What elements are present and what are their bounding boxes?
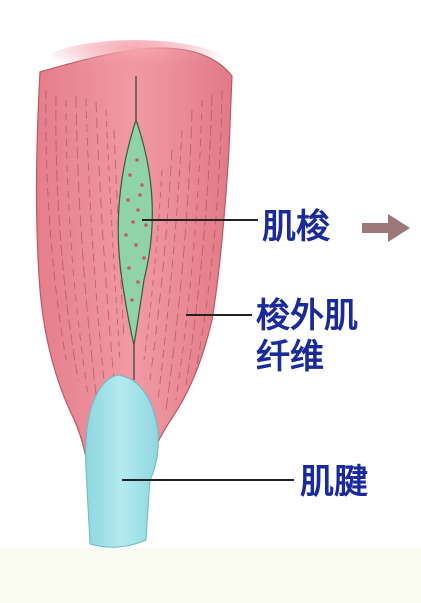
label-muscle-spindle: 肌梭 — [262, 207, 330, 247]
tendon — [86, 375, 159, 547]
right-arrow-icon — [362, 214, 410, 242]
label-extrafusal-fiber-line2: 纤维 — [256, 337, 324, 377]
label-extrafusal-fiber-line1: 梭外肌 — [256, 296, 358, 336]
label-tendon: 肌腱 — [300, 462, 368, 502]
muscle-top-glow — [40, 40, 230, 92]
